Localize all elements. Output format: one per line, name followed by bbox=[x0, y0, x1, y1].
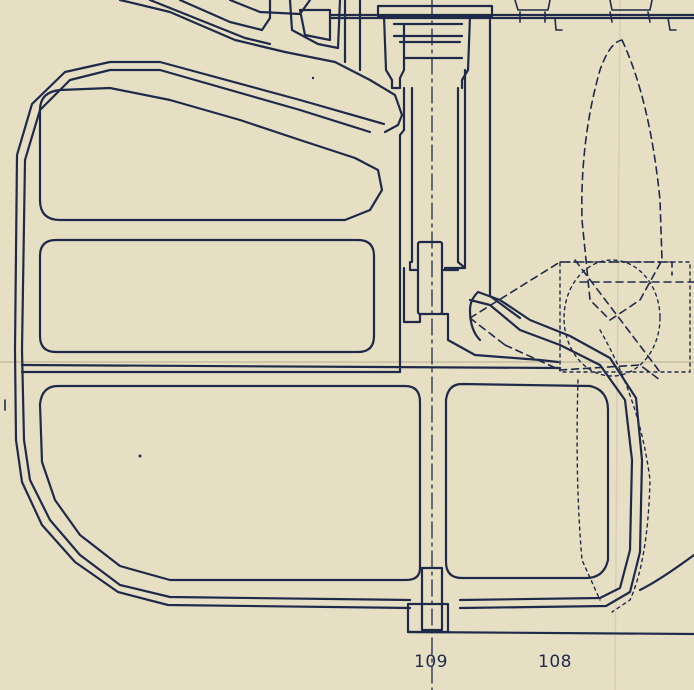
keel-bar bbox=[406, 553, 694, 636]
tank-cell-middle bbox=[38, 238, 376, 354]
upper-machinery bbox=[118, 0, 694, 134]
frame-number-109: 109 bbox=[414, 652, 448, 672]
propeller-outline-upper bbox=[581, 39, 663, 321]
ink-spot-2 bbox=[311, 76, 315, 80]
tank-outer-hull bbox=[13, 60, 412, 610]
propeller-hub-dotted bbox=[559, 259, 691, 613]
deck-fittings bbox=[514, 0, 677, 31]
tank-cell-lower-left bbox=[38, 384, 422, 582]
central-pipe-assembly bbox=[376, 4, 494, 374]
tank-cell-upper bbox=[38, 86, 384, 222]
tank-cell-lower-right bbox=[444, 382, 610, 580]
paper-fold-line-vertical bbox=[614, 0, 621, 690]
frame-number-108: 108 bbox=[538, 652, 572, 672]
inner-bottom-girder bbox=[20, 363, 562, 374]
ink-spot bbox=[138, 454, 142, 458]
hull-curve-right bbox=[458, 18, 644, 610]
valve-body bbox=[402, 240, 560, 364]
